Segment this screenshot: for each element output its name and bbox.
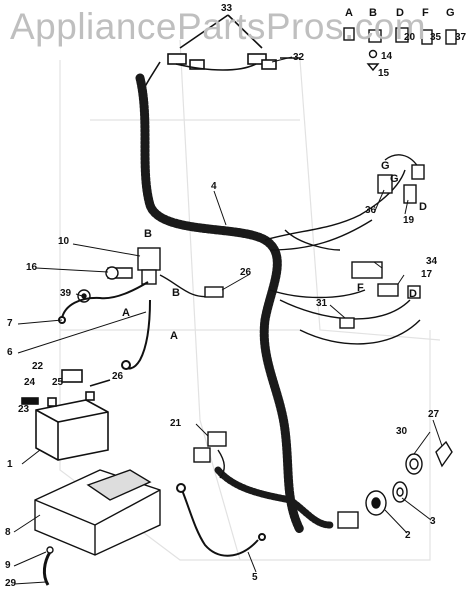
part-20-label: 20	[404, 32, 416, 43]
switch-connectors-right	[377, 154, 425, 204]
ignition-switch	[365, 440, 453, 516]
part-15-label: 15	[378, 68, 390, 79]
part-34-label: 34	[426, 256, 438, 267]
part-23-label: 23	[18, 404, 30, 415]
harness-end-connector	[337, 511, 359, 529]
letter-b-lower: B	[172, 287, 180, 299]
part-25-label: 25	[52, 377, 64, 388]
top-harness-connectors	[139, 14, 300, 96]
part-27-label: 27	[428, 409, 440, 420]
part-21-label: 21	[170, 418, 182, 429]
key-letter-a: A	[345, 7, 353, 19]
part-31-label: 31	[316, 298, 328, 309]
part-22-label: 22	[32, 361, 44, 372]
part-4-label: 4	[211, 181, 217, 192]
key-letter-d: D	[396, 7, 404, 19]
part-29-label: 29	[5, 578, 17, 589]
part-24-label: 24	[24, 377, 36, 388]
letter-g-upper: G	[381, 160, 390, 172]
battery-tray	[34, 469, 161, 586]
connector-key-icons	[343, 27, 457, 72]
letter-a-right: A	[170, 330, 178, 342]
part-35-label: 35	[430, 32, 442, 43]
part-37-label: 37	[455, 32, 467, 43]
part-14-label: 14	[381, 51, 393, 62]
ground-wire	[176, 483, 266, 557]
part-16-label: 16	[26, 262, 38, 273]
part-19-label: 19	[403, 215, 415, 226]
part-10-label: 10	[58, 236, 70, 247]
letter-f: F	[357, 282, 364, 294]
background-frame-outline	[59, 39, 441, 561]
part-33-label: 33	[221, 3, 233, 14]
part-39-label: 39	[60, 288, 72, 299]
part-6-label: 6	[7, 347, 13, 358]
part-1-label: 1	[7, 459, 13, 470]
right-harness-wires	[264, 169, 421, 345]
part-7-label: 7	[7, 318, 13, 329]
battery	[21, 369, 111, 461]
part-9-label: 9	[5, 560, 11, 571]
key-letter-b: B	[369, 7, 377, 19]
letter-d-upper: D	[419, 201, 427, 213]
harness-coil-lower	[214, 466, 334, 529]
key-letter-f: F	[422, 7, 429, 19]
key-letter-g: G	[446, 7, 455, 19]
part-17-label: 17	[421, 269, 433, 280]
letter-b-upper: B	[144, 228, 152, 240]
battery-cables	[58, 281, 151, 370]
connector-21	[193, 431, 227, 479]
part-5-label: 5	[252, 572, 258, 583]
part-30-label: 30	[396, 426, 408, 437]
part-32-label: 32	[293, 52, 305, 63]
letter-d-lower: D	[409, 288, 417, 300]
letter-a-left: A	[122, 307, 130, 319]
harness-coil-upper	[135, 73, 305, 535]
letter-g-lower: G	[390, 173, 399, 185]
part-36-label: 36	[365, 205, 377, 216]
part-8-label: 8	[5, 527, 11, 538]
leader-lines	[13, 56, 443, 585]
part-2-label: 2	[405, 530, 411, 541]
part-26-upper-label: 26	[240, 267, 252, 278]
part-26-lower-label: 26	[112, 371, 124, 382]
part-3-label: 3	[430, 516, 436, 527]
solenoid-assembly	[77, 247, 224, 303]
